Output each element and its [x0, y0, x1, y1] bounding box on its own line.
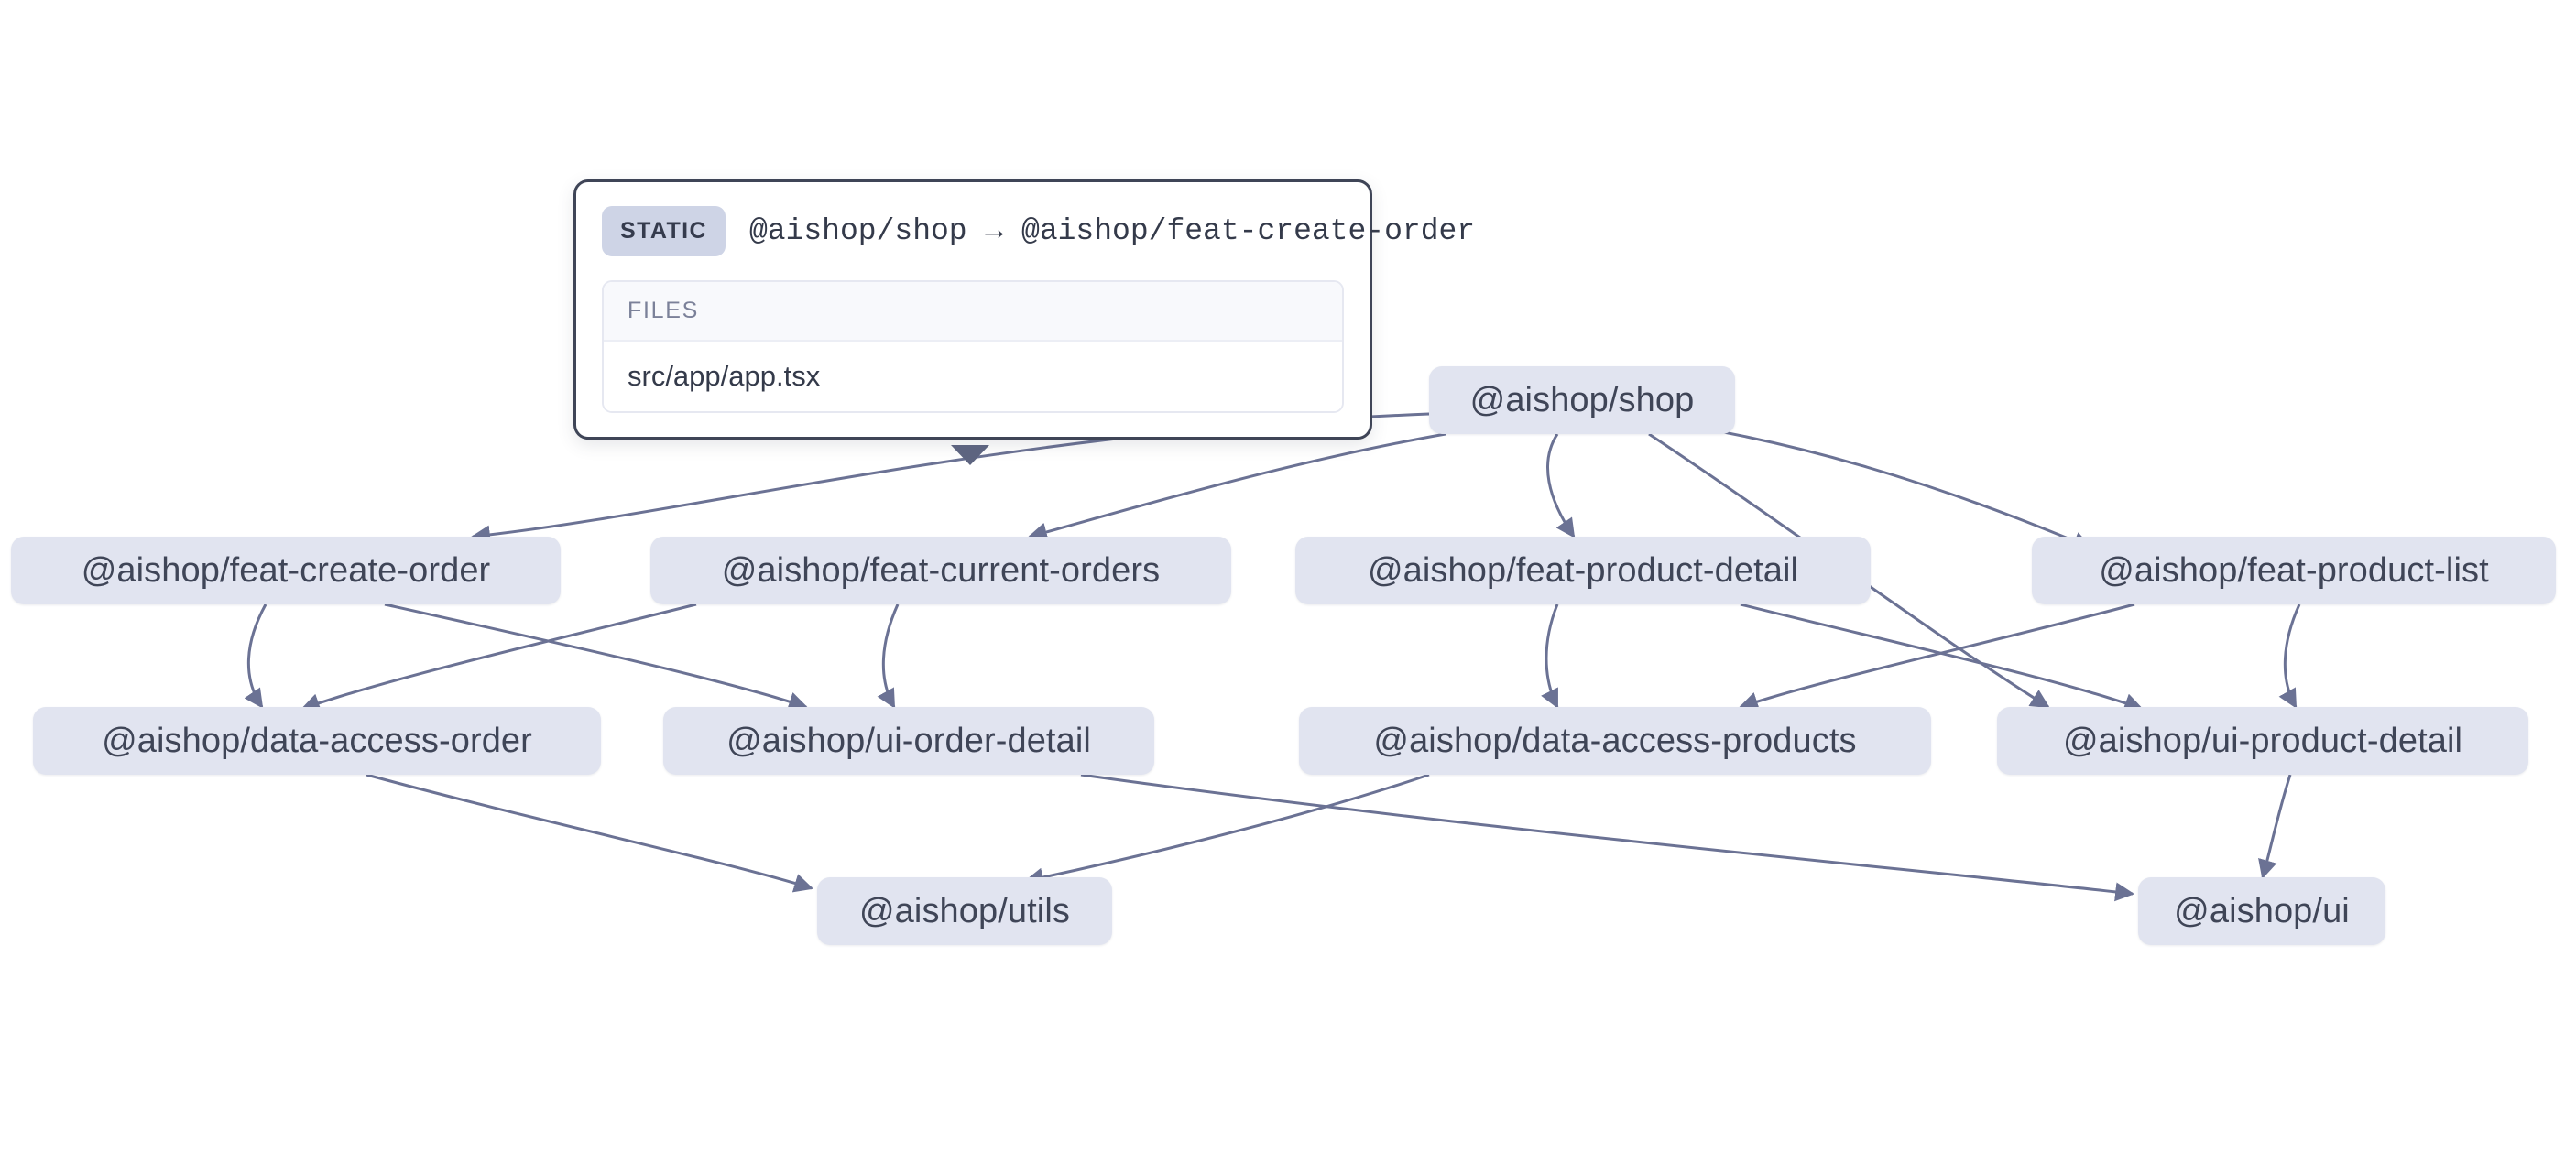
graph-node-feat-create-order[interactable]: @aishop/feat-create-order [11, 537, 561, 604]
file-list-item[interactable]: src/app/app.tsx [604, 342, 1342, 411]
graph-node-label: @aishop/data-access-order [102, 721, 532, 760]
static-badge: STATIC [602, 206, 726, 256]
tooltip-title: @aishop/shop → @aishop/feat-create-order [748, 214, 1476, 248]
graph-node-label: @aishop/ui [2174, 891, 2350, 930]
edge-feat-product-list-to-data-access-products [1739, 603, 2135, 711]
edge-shop-to-feat-product-list [1703, 427, 2092, 550]
edge-ui-product-detail-to-ui [2258, 774, 2292, 880]
edge-ui-order-detail-to-ui [1080, 773, 2135, 902]
graph-node-label: @aishop/feat-current-orders [721, 550, 1161, 590]
graph-node-label: @aishop/feat-create-order [81, 550, 491, 590]
edge-feat-product-list-to-ui-product-detail [2278, 603, 2301, 709]
graph-node-ui[interactable]: @aishop/ui [2138, 877, 2385, 945]
tooltip-pointer-icon [951, 445, 989, 465]
edge-feat-create-order-to-ui-order-detail [384, 603, 808, 711]
graph-node-feat-product-detail[interactable]: @aishop/feat-product-detail [1295, 537, 1871, 604]
graph-node-ui-product-detail[interactable]: @aishop/ui-product-detail [1997, 707, 2528, 775]
edge-detail-tooltip[interactable]: STATIC @aishop/shop → @aishop/feat-creat… [573, 179, 1475, 440]
edge-feat-create-order-to-data-access-order [244, 603, 267, 709]
graph-node-data-access-products[interactable]: @aishop/data-access-products [1299, 707, 1931, 775]
edge-data-access-order-to-utils [366, 773, 814, 893]
graph-node-feat-product-list[interactable]: @aishop/feat-product-list [2032, 537, 2556, 604]
graph-node-data-access-order[interactable]: @aishop/data-access-order [33, 707, 601, 775]
graph-node-label: @aishop/feat-product-list [2099, 550, 2489, 590]
edge-feat-product-detail-to-ui-product-detail [1740, 603, 2144, 712]
graph-node-label: @aishop/shop [1469, 380, 1695, 419]
files-section-header: FILES [604, 282, 1342, 342]
edge-shop-to-feat-product-detail [1546, 433, 1576, 538]
graph-node-label: @aishop/ui-product-detail [2062, 721, 2463, 760]
graph-node-label: @aishop/feat-product-detail [1367, 550, 1799, 590]
edge-feat-product-detail-to-data-access-products [1541, 603, 1559, 709]
edge-feat-current-orders-to-data-access-order [300, 603, 697, 712]
edge-data-access-products-to-utils [1023, 773, 1430, 887]
graph-node-feat-current-orders[interactable]: @aishop/feat-current-orders [650, 537, 1231, 604]
edge-shop-to-feat-current-orders [1027, 432, 1446, 542]
tooltip-header: STATIC @aishop/shop → @aishop/feat-creat… [602, 206, 1475, 256]
graph-node-ui-order-detail[interactable]: @aishop/ui-order-detail [663, 707, 1154, 775]
files-panel: FILES src/app/app.tsx [602, 280, 1344, 413]
graph-node-label: @aishop/ui-order-detail [726, 721, 1091, 760]
graph-node-label: @aishop/data-access-products [1373, 721, 1857, 760]
graph-node-label: @aishop/utils [859, 891, 1070, 930]
graph-node-utils[interactable]: @aishop/utils [817, 877, 1112, 945]
graph-node-shop[interactable]: @aishop/shop [1429, 366, 1735, 434]
edge-feat-current-orders-to-ui-order-detail [877, 603, 900, 709]
